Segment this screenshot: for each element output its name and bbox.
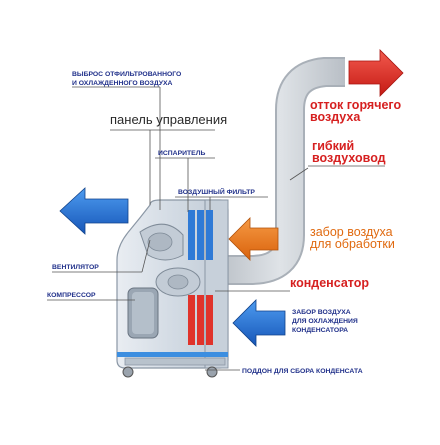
label-hot-air-out-2: воздуха: [310, 110, 361, 124]
label-control-panel: панель управления: [110, 112, 227, 127]
hot-air-out-arrow: [348, 49, 404, 97]
label-evaporator: ИСПАРИТЕЛЬ: [158, 150, 205, 157]
labels: ВЫБРОС ОТФИЛЬТРОВАННОГО И ОХЛАЖДЕННОГО В…: [47, 71, 401, 375]
label-intake-2: для обработки: [310, 237, 395, 251]
upper-fan: [139, 223, 184, 261]
flexible-duct: [215, 57, 345, 285]
condenser-coils: [188, 295, 213, 345]
label-filtered-out-1: ВЫБРОС ОТФИЛЬТРОВАННОГО: [72, 71, 181, 78]
leader-lines: [47, 86, 385, 371]
wheel-front: [122, 366, 134, 378]
label-intake-1: забор воздуха: [310, 225, 393, 239]
label-condenser-intake-1: ЗАБОР ВОЗДУХА: [292, 309, 351, 316]
evaporator-coils: [188, 210, 213, 260]
label-condenser: конденсатор: [290, 276, 369, 290]
label-flex-duct-2: воздуховод: [312, 151, 386, 165]
condenser-intake-arrow: [232, 299, 286, 347]
label-condenser-intake-2: ДЛЯ ОХЛАЖДЕНИЯ: [292, 318, 358, 325]
label-tray: ПОДДОН ДЛЯ СБОРА КОНДЕНСАТА: [242, 368, 363, 375]
intake-air-arrow: [228, 217, 279, 261]
condensate-tray: [124, 357, 226, 366]
label-hot-air-out-1: отток горячего: [310, 98, 401, 112]
compressor: [127, 287, 159, 339]
label-compressor: КОМПРЕССОР: [47, 292, 96, 299]
label-flex-duct-1: гибкий: [312, 139, 354, 153]
label-fan: ВЕНТИЛЯТОР: [52, 264, 99, 271]
label-condenser-intake-3: КОНДЕНСАТОРА: [292, 327, 348, 334]
filtered-air-out-arrow: [59, 187, 129, 235]
label-air-filter: ВОЗДУШНЫЙ ФИЛЬТР: [178, 187, 255, 196]
label-filtered-out-2: И ОХЛАЖДЕННОГО ВОЗДУХА: [72, 80, 173, 87]
lower-fan: [155, 267, 201, 297]
wheel-rear: [206, 366, 218, 378]
